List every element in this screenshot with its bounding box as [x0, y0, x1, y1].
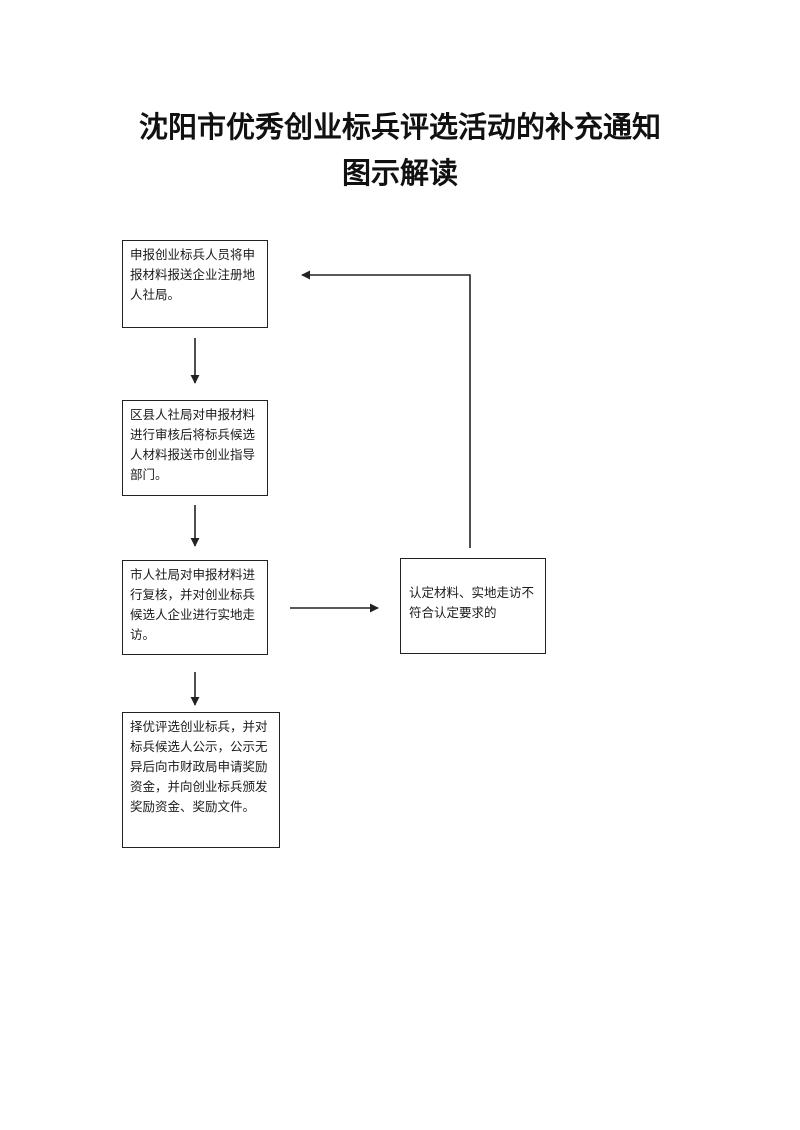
flow-step-1-submit-materials: 申报创业标兵人员将申报材料报送企业注册地人社局。	[122, 240, 268, 328]
arrow-branch-back-to-step1	[301, 270, 471, 548]
flow-step-4-selection-and-award: 择优评选创业标兵，并对标兵候选人公示，公示无异后向市财政局申请奖励资金，并向创业…	[122, 712, 280, 848]
page-title: 沈阳市优秀创业标兵评选活动的补充通知	[138, 110, 661, 144]
flow-step-2-district-review: 区县人社局对申报材料进行审核后将标兵候选人材料报送市创业指导部门。	[122, 400, 268, 496]
page-subtitle: 图示解读	[341, 156, 458, 190]
flow-branch-not-qualified: 认定材料、实地走访不符合认定要求的	[400, 558, 546, 654]
flow-step-3-city-recheck: 市人社局对申报材料进行复核，并对创业标兵候选人企业进行实地走访。	[122, 560, 268, 655]
